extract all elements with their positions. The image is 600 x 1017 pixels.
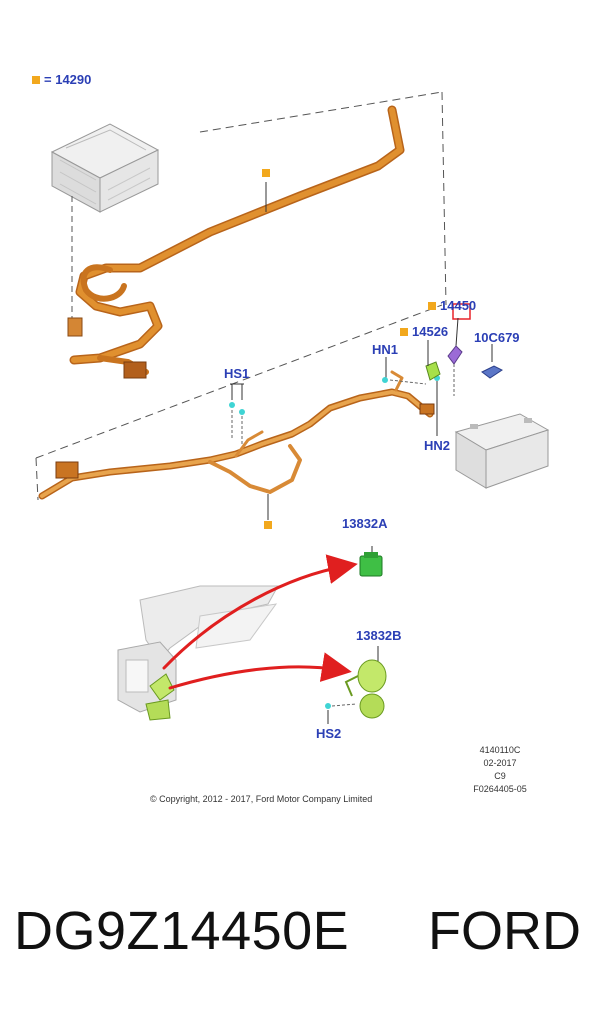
document-meta: 4140110C 02-2017 C9 F0264405-05 bbox=[440, 744, 560, 796]
callout-14450: 14450 bbox=[428, 298, 476, 313]
meta-line: C9 bbox=[494, 771, 506, 781]
meta-line: 02-2017 bbox=[483, 758, 517, 768]
location-marker bbox=[264, 521, 272, 529]
marker-square-icon bbox=[400, 328, 408, 336]
footer: DG9Z14450E FORD bbox=[0, 900, 600, 980]
wiring-diagram bbox=[35, 91, 550, 724]
marker-square-icon bbox=[428, 302, 436, 310]
location-marker bbox=[262, 169, 270, 177]
legend-14290: = 14290 bbox=[32, 72, 91, 87]
sensor-10C679 bbox=[481, 344, 503, 379]
vehicle-front-structure bbox=[117, 585, 279, 721]
battery bbox=[454, 413, 550, 489]
harness-connector bbox=[419, 403, 435, 415]
marker-square-icon bbox=[32, 76, 40, 84]
meta-line: 4140110C bbox=[479, 745, 521, 755]
dashed-boundaries bbox=[35, 91, 447, 501]
harness-connector bbox=[55, 461, 79, 479]
relay-13832A bbox=[359, 546, 383, 577]
pointer-arrows bbox=[162, 554, 358, 690]
arrow-to-relay bbox=[162, 554, 358, 670]
callout-14526: 14526 bbox=[400, 324, 448, 339]
callout-13832B: 13832B bbox=[356, 628, 402, 643]
brand-name: FORD bbox=[428, 901, 581, 961]
harness-connector bbox=[67, 317, 83, 337]
hn-clips bbox=[382, 340, 441, 436]
callout-13832A: 13832A bbox=[342, 516, 388, 531]
arrow-to-horn bbox=[168, 652, 352, 690]
highlight-box bbox=[452, 303, 471, 320]
part-number: DG9Z14450E bbox=[14, 901, 350, 961]
harness-connector bbox=[123, 361, 147, 379]
horn-13832B bbox=[325, 646, 387, 724]
legend-code: 14290 bbox=[55, 72, 92, 87]
inverter-module bbox=[50, 123, 160, 213]
callout-hn1: HN1 bbox=[372, 342, 399, 357]
hs1-clips bbox=[229, 383, 245, 444]
callout-10C679: 10C679 bbox=[474, 330, 520, 345]
meta-line: F0264405-05 bbox=[473, 784, 527, 794]
callout-hs2: HS2 bbox=[316, 726, 342, 741]
callout-hs1: HS1 bbox=[224, 366, 250, 381]
lower-harness bbox=[38, 370, 434, 500]
cable-14450 bbox=[447, 303, 471, 396]
copyright-notice: © Copyright, 2012 - 2017, Ford Motor Com… bbox=[150, 794, 373, 804]
callout-hn2: HN2 bbox=[424, 438, 451, 453]
